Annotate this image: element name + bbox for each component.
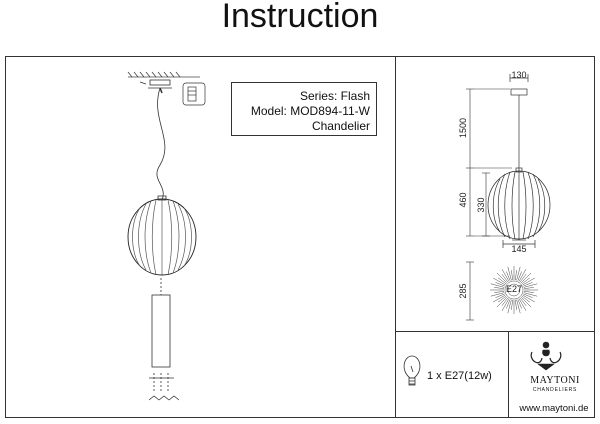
footer-divider: [508, 331, 509, 418]
connector-block-icon: [182, 82, 206, 106]
dim-width-top: 130: [511, 70, 526, 80]
starburst-ray: [515, 299, 517, 310]
starburst-ray: [520, 272, 532, 284]
series-label: Series: Flash: [299, 89, 370, 103]
lamp-spec-label: 1 x E27(12w): [427, 370, 492, 382]
starburst-ray: [494, 287, 505, 289]
side-view: [487, 74, 551, 248]
starburst-ray: [495, 293, 505, 298]
bulb-housing: [151, 278, 171, 368]
starburst-ray: [516, 266, 521, 281]
starburst-ray: [523, 287, 534, 289]
starburst-ray: [521, 277, 531, 285]
brand-name: MAYTONI: [530, 375, 580, 386]
website-link[interactable]: www.maytoni.de: [519, 403, 589, 414]
starburst-ray: [493, 294, 506, 303]
starburst-ray: [518, 269, 527, 282]
starburst-ray: [511, 270, 513, 281]
starburst-ray: [519, 273, 527, 283]
dimension-lines: [466, 88, 512, 321]
ceiling-hatch: [127, 71, 200, 78]
dim-bottom-depth: 285: [458, 283, 468, 298]
suspension-cable: [156, 87, 166, 201]
starburst-ray: [511, 299, 513, 310]
dim-shade-width: 145: [511, 244, 526, 254]
starburst-ray: [515, 270, 517, 281]
drawing-frame: [5, 56, 595, 418]
starburst-ray: [506, 271, 511, 281]
starburst-ray: [522, 294, 535, 303]
starburst-ray: [496, 296, 508, 308]
starburst-ray: [516, 299, 521, 314]
starburst-ray: [523, 293, 533, 298]
starburst-ray: [501, 297, 509, 307]
starburst-ray: [523, 292, 538, 297]
starburst-ray: [523, 291, 534, 293]
maytoni-logo-icon: [530, 341, 562, 371]
starburst-ray: [497, 277, 507, 285]
starburst-ray: [501, 269, 510, 282]
brand-tagline: CHANDELIERS: [532, 387, 578, 393]
bulb-pins: [148, 373, 180, 401]
starburst-ray: [494, 291, 505, 293]
starburst-ray: [517, 271, 522, 281]
starburst-ray: [497, 295, 507, 303]
model-info-box: Series: Flash Model: MOD894-11-W Chandel…: [231, 82, 377, 136]
starburst-ray: [493, 277, 506, 286]
dim-shade-height: 330: [476, 197, 486, 212]
starburst-ray: [518, 298, 527, 311]
starburst-ray: [519, 297, 527, 307]
starburst-ray: [523, 283, 538, 288]
bottom-center-label: E27: [506, 284, 522, 294]
dim-total-height: 460: [458, 192, 468, 207]
starburst-ray: [496, 272, 508, 284]
starburst-ray: [523, 282, 533, 287]
starburst-ray: [522, 277, 535, 286]
canopy: [139, 79, 172, 89]
dim-cable-length: 1500: [458, 118, 468, 138]
glass-shade: [127, 198, 197, 276]
starburst-ray: [501, 298, 510, 311]
bulb-icon: [403, 355, 421, 386]
starburst-ray: [507, 299, 512, 314]
starburst-ray: [495, 282, 505, 287]
panel-divider-vertical: [395, 56, 396, 418]
starburst-ray: [490, 292, 505, 297]
starburst-ray: [506, 299, 511, 309]
product-type-label: Chandelier: [311, 119, 370, 133]
bottom-view: [490, 266, 538, 314]
starburst-ray: [521, 295, 531, 303]
starburst-ray: [501, 273, 509, 283]
starburst-ray: [490, 283, 505, 288]
model-label: Model: MOD894-11-W: [250, 104, 370, 118]
panel-divider-horizontal: [395, 331, 595, 332]
starburst-ray: [517, 299, 522, 309]
page-title: Instruction: [221, 0, 379, 35]
starburst-ray: [507, 266, 512, 281]
starburst-ray: [520, 296, 532, 308]
